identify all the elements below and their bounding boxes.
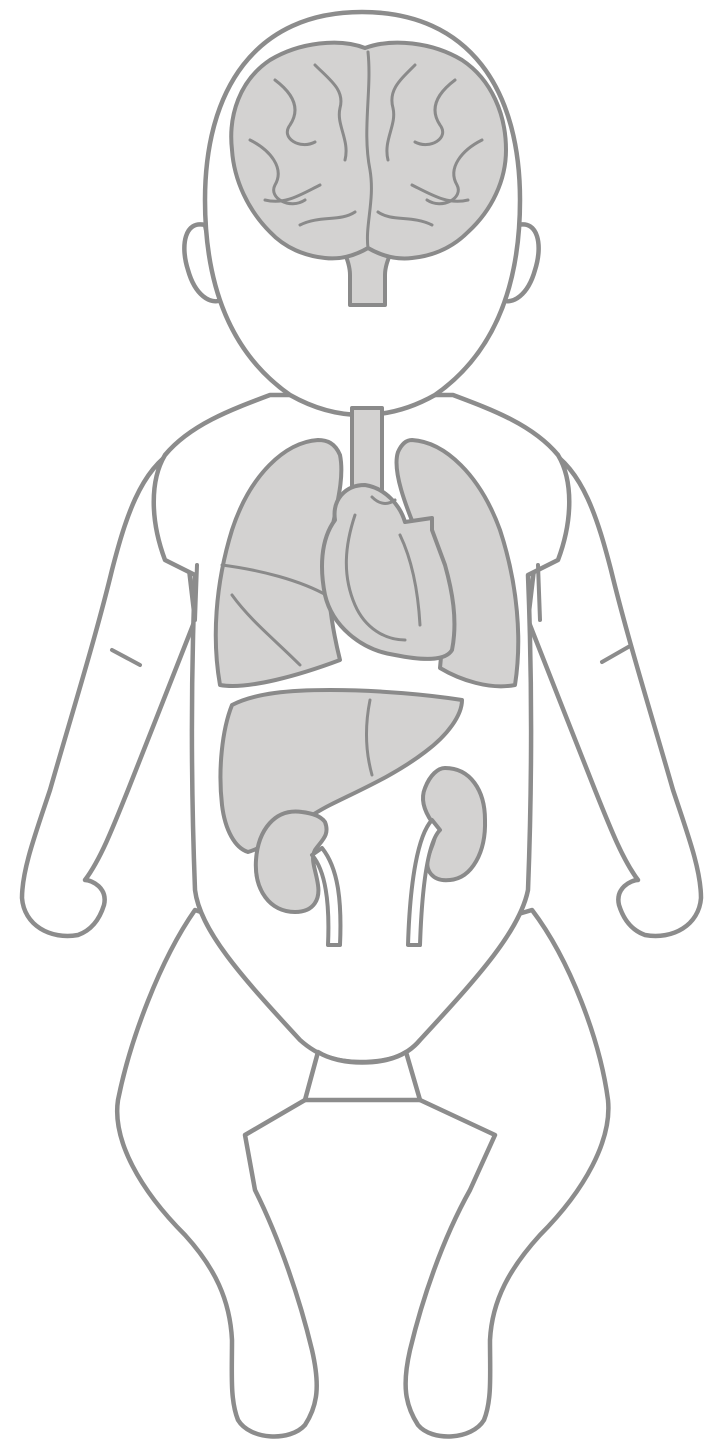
left-arm-inner-line	[195, 565, 197, 620]
right-arm-inner-line	[538, 565, 540, 620]
